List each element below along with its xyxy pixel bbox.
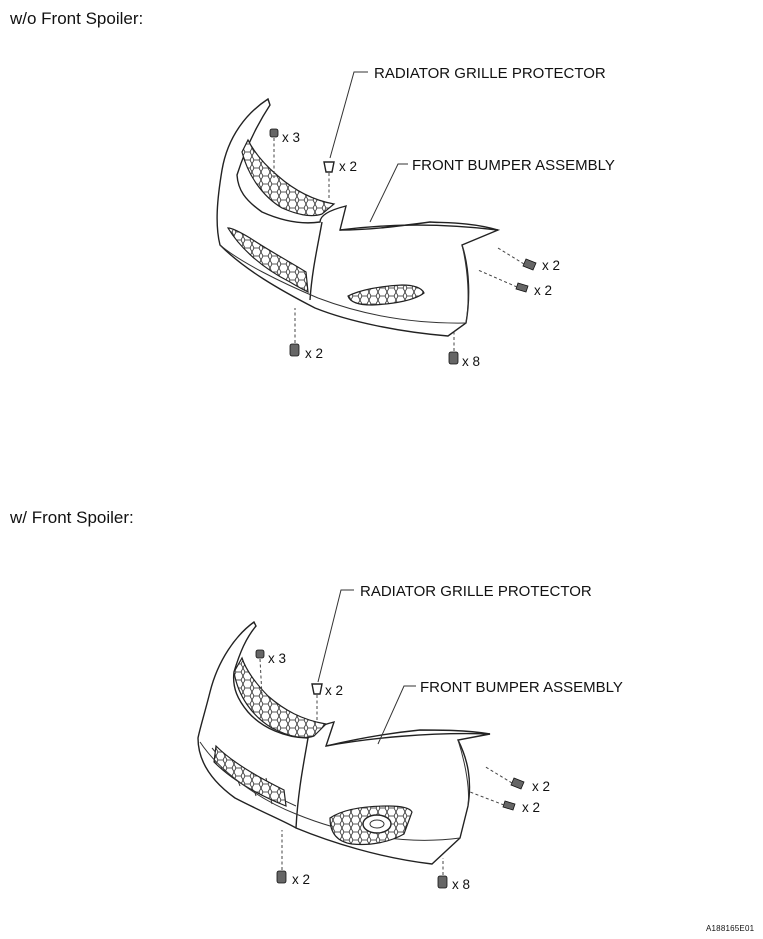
qty-clip-bottom-left: x 2 [305, 346, 324, 361]
label-radiator-grille-protector: RADIATOR GRILLE PROTECTOR [360, 583, 592, 600]
bumper-assembly-without-spoiler [216, 97, 501, 337]
clip-icon [269, 128, 279, 178]
qty-screw-right-upper: x 2 [542, 258, 561, 273]
qty-clip-top-left: x 3 [282, 130, 301, 145]
qty-clip-bottom-right: x 8 [452, 877, 471, 892]
bumper-assembly-with-spoiler [197, 620, 491, 865]
qty-clip-top-mid: x 2 [325, 683, 344, 698]
qty-clip-bottom-right: x 8 [462, 354, 481, 369]
screw-icon [469, 791, 516, 811]
qty-screw-right-lower: x 2 [522, 800, 541, 815]
label-front-bumper-assembly: FRONT BUMPER ASSEMBLY [412, 157, 615, 174]
leader-bumper-assembly [377, 685, 416, 745]
qty-clip-top-mid: x 2 [339, 159, 358, 174]
leader-bumper-assembly [369, 163, 408, 223]
qty-screw-right-upper: x 2 [532, 779, 551, 794]
clip-icon [448, 330, 459, 365]
section-heading-without-spoiler: w/o Front Spoiler: [10, 9, 144, 28]
clip-icon [289, 308, 300, 357]
clip-icon [323, 161, 335, 200]
leader-grille-protector [317, 589, 354, 683]
clip-icon [437, 858, 448, 889]
qty-screw-right-lower: x 2 [534, 283, 553, 298]
clip-icon [311, 683, 323, 722]
qty-clip-bottom-left: x 2 [292, 872, 311, 887]
label-front-bumper-assembly: FRONT BUMPER ASSEMBLY [420, 679, 623, 696]
screw-icon [477, 269, 529, 293]
qty-clip-top-left: x 3 [268, 651, 287, 666]
label-radiator-grille-protector: RADIATOR GRILLE PROTECTOR [374, 65, 606, 82]
figure-code: A188165E01 [706, 924, 755, 933]
screw-icon [497, 247, 537, 271]
clip-icon [255, 649, 265, 697]
section-heading-with-spoiler: w/ Front Spoiler: [10, 508, 134, 527]
leader-grille-protector [329, 71, 368, 159]
screw-icon [483, 765, 525, 790]
clip-icon [276, 830, 287, 884]
